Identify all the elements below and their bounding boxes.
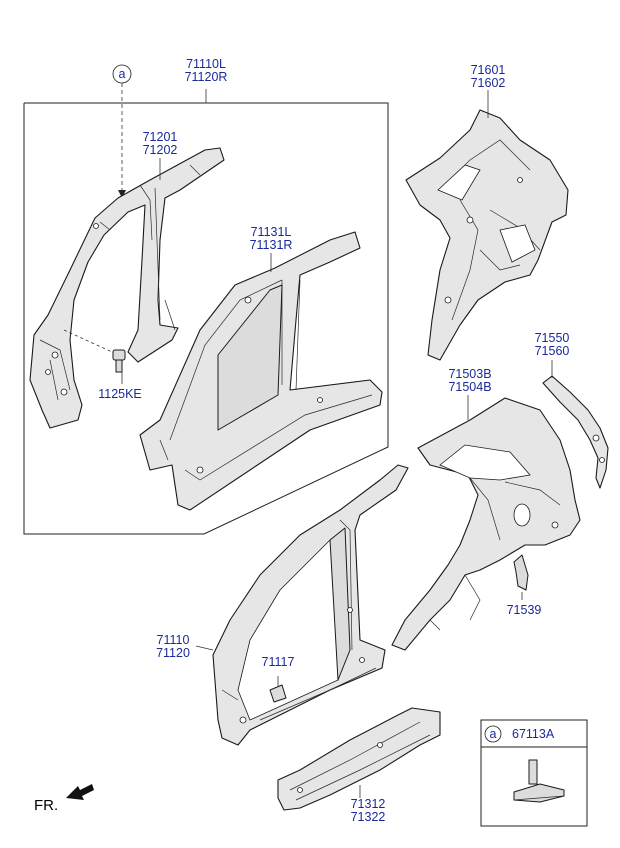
ref-a-marker: a (112, 64, 132, 198)
label-quarter-panel-1: 71503B (448, 367, 491, 381)
label-reinf-a-pillar-1: 71201 (143, 130, 178, 144)
side-outer-panel (212, 464, 409, 746)
label-quarter-inner-1: 71601 (471, 63, 506, 77)
label-pillar-inner-panel-1: 71131L (251, 225, 292, 239)
label-bracket: 71117 (262, 655, 295, 669)
label-quarter-inner-2: 71602 (471, 76, 506, 90)
label-reinf-a-pillar-2: 71202 (143, 143, 178, 157)
small-piece (513, 554, 529, 600)
detail-box-ref-label: a (490, 727, 497, 741)
quarter-inner-panel (405, 109, 569, 361)
label-assy-pillar-inner-2: 71120R (185, 70, 228, 84)
label-side-sill-1: 71312 (351, 797, 386, 811)
label-side-outer-1: 71110 (157, 633, 190, 647)
label-small-piece: 71539 (507, 603, 542, 617)
quarter-outer-panel (391, 397, 581, 651)
assembly-frame (23, 102, 389, 535)
detail-box: a 67113A (480, 719, 588, 827)
bolt-icon (63, 329, 126, 384)
clip-icon (513, 759, 565, 803)
side-sill (277, 707, 441, 811)
front-orientation-label: FR. (34, 797, 58, 814)
label-bolt: 1125KE (98, 387, 142, 401)
front-arrow-icon (66, 784, 94, 800)
quarter-extension (542, 375, 609, 489)
side-outer-leader (195, 645, 214, 651)
label-side-sill-2: 71322 (351, 810, 386, 824)
label-side-outer-2: 71120 (156, 646, 190, 660)
bracket-piece (269, 676, 287, 703)
label-assy-pillar-inner-1: 71110L (186, 57, 226, 71)
label-pillar-inner-panel-2: 71131R (250, 238, 293, 252)
pillar-inner-panel (139, 231, 383, 511)
ref-a-label: a (119, 67, 126, 81)
label-quarter-ext-2: 71560 (535, 344, 570, 358)
detail-box-part-label: 67113A (512, 727, 555, 741)
label-quarter-ext-1: 71550 (535, 331, 570, 345)
label-quarter-panel-2: 71504B (448, 380, 491, 394)
a-pillar-reinforcement (29, 147, 225, 429)
